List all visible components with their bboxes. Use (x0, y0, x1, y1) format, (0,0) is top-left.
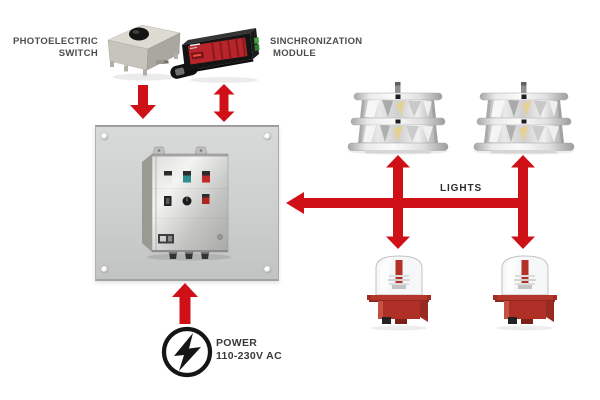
up-down-arrow-icon (213, 84, 235, 122)
up-down-arrow-icon (511, 155, 535, 249)
photoelectric-switch-label: PHOTOELECTRIC SWITCH (6, 36, 98, 59)
left-arrow-icon (286, 192, 528, 214)
stacked-beacon-light-2 (473, 82, 575, 155)
up-down-arrow-icon (386, 155, 410, 249)
sinchronization-module-label: SINCHRONIZATION MODULE (270, 36, 370, 59)
down-arrow-icon (130, 85, 156, 119)
photoelectric-switch-image (107, 24, 181, 81)
up-arrow-icon (172, 283, 198, 324)
lightning-bolt-icon (161, 326, 213, 378)
red-obstruction-light-1 (367, 255, 431, 331)
panel-screw-icon (264, 133, 271, 140)
label-line: SWITCH (58, 47, 98, 59)
control-cabinet-image (142, 146, 231, 261)
label-line: MODULE (273, 47, 316, 59)
label-line: SINCHRONIZATION (270, 36, 363, 47)
stacked-beacon-light-1 (347, 82, 449, 155)
label-line: PHOTOELECTRIC (12, 36, 98, 47)
label-line: 110-230V AC (216, 349, 282, 362)
panel-screw-icon (101, 133, 108, 140)
panel-screw-icon (101, 266, 108, 273)
panel-screw-icon (264, 266, 271, 273)
lights-label: LIGHTS (440, 183, 483, 194)
power-label: POWER 110-230V AC (216, 337, 282, 362)
red-obstruction-light-2 (493, 255, 557, 331)
sinchronization-module-image (170, 28, 260, 83)
label-line: POWER (216, 337, 258, 349)
